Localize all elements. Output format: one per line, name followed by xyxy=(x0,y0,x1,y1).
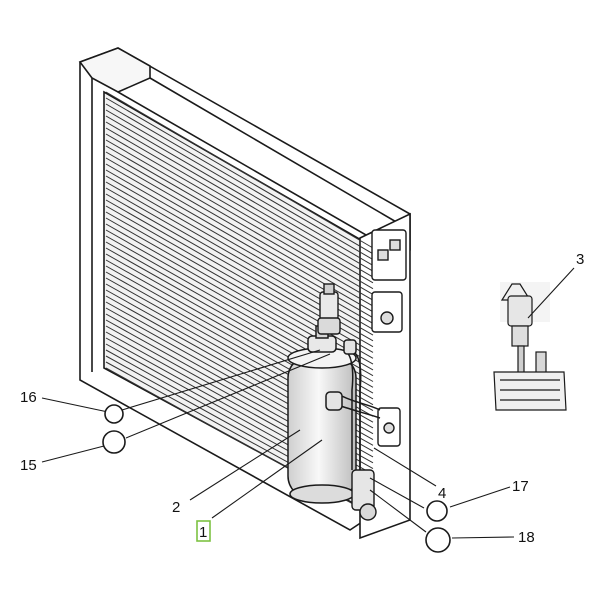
fin-line xyxy=(105,139,374,295)
callout-3: 3 xyxy=(576,251,584,268)
callout-circle-18 xyxy=(425,527,451,553)
lower-valve xyxy=(351,469,377,521)
callout-18: 18 xyxy=(518,529,535,546)
fin-line xyxy=(105,91,374,249)
side-connectors xyxy=(371,229,407,447)
fin-line xyxy=(105,151,374,307)
fin-line xyxy=(105,109,374,266)
callout-circle-15 xyxy=(102,430,126,454)
callout-17: 17 xyxy=(512,478,529,495)
callout-15: 15 xyxy=(20,457,37,474)
fin-line xyxy=(105,115,374,272)
callout-labels: 16 15 2 1 3 4 17 18 xyxy=(20,251,584,546)
callout-1: 1 xyxy=(199,524,207,541)
callout-circle-17 xyxy=(426,500,448,522)
fin-line xyxy=(105,127,374,284)
fin-line xyxy=(105,145,374,301)
pressure-switch xyxy=(317,283,341,335)
fin-line xyxy=(105,97,374,255)
callout-2: 2 xyxy=(172,499,180,516)
fin-line xyxy=(105,121,374,278)
fin-line xyxy=(105,103,374,261)
callout-1-highlight xyxy=(196,520,211,542)
callout-16: 16 xyxy=(20,389,37,406)
fin-line xyxy=(105,133,374,290)
detail-inset-pressure-switch xyxy=(493,282,567,411)
upper-connector-block xyxy=(371,229,407,281)
callout-circles xyxy=(102,404,451,553)
callout-4: 4 xyxy=(438,485,446,502)
leader-lines xyxy=(41,267,575,539)
callout-circle-16 xyxy=(104,404,124,424)
